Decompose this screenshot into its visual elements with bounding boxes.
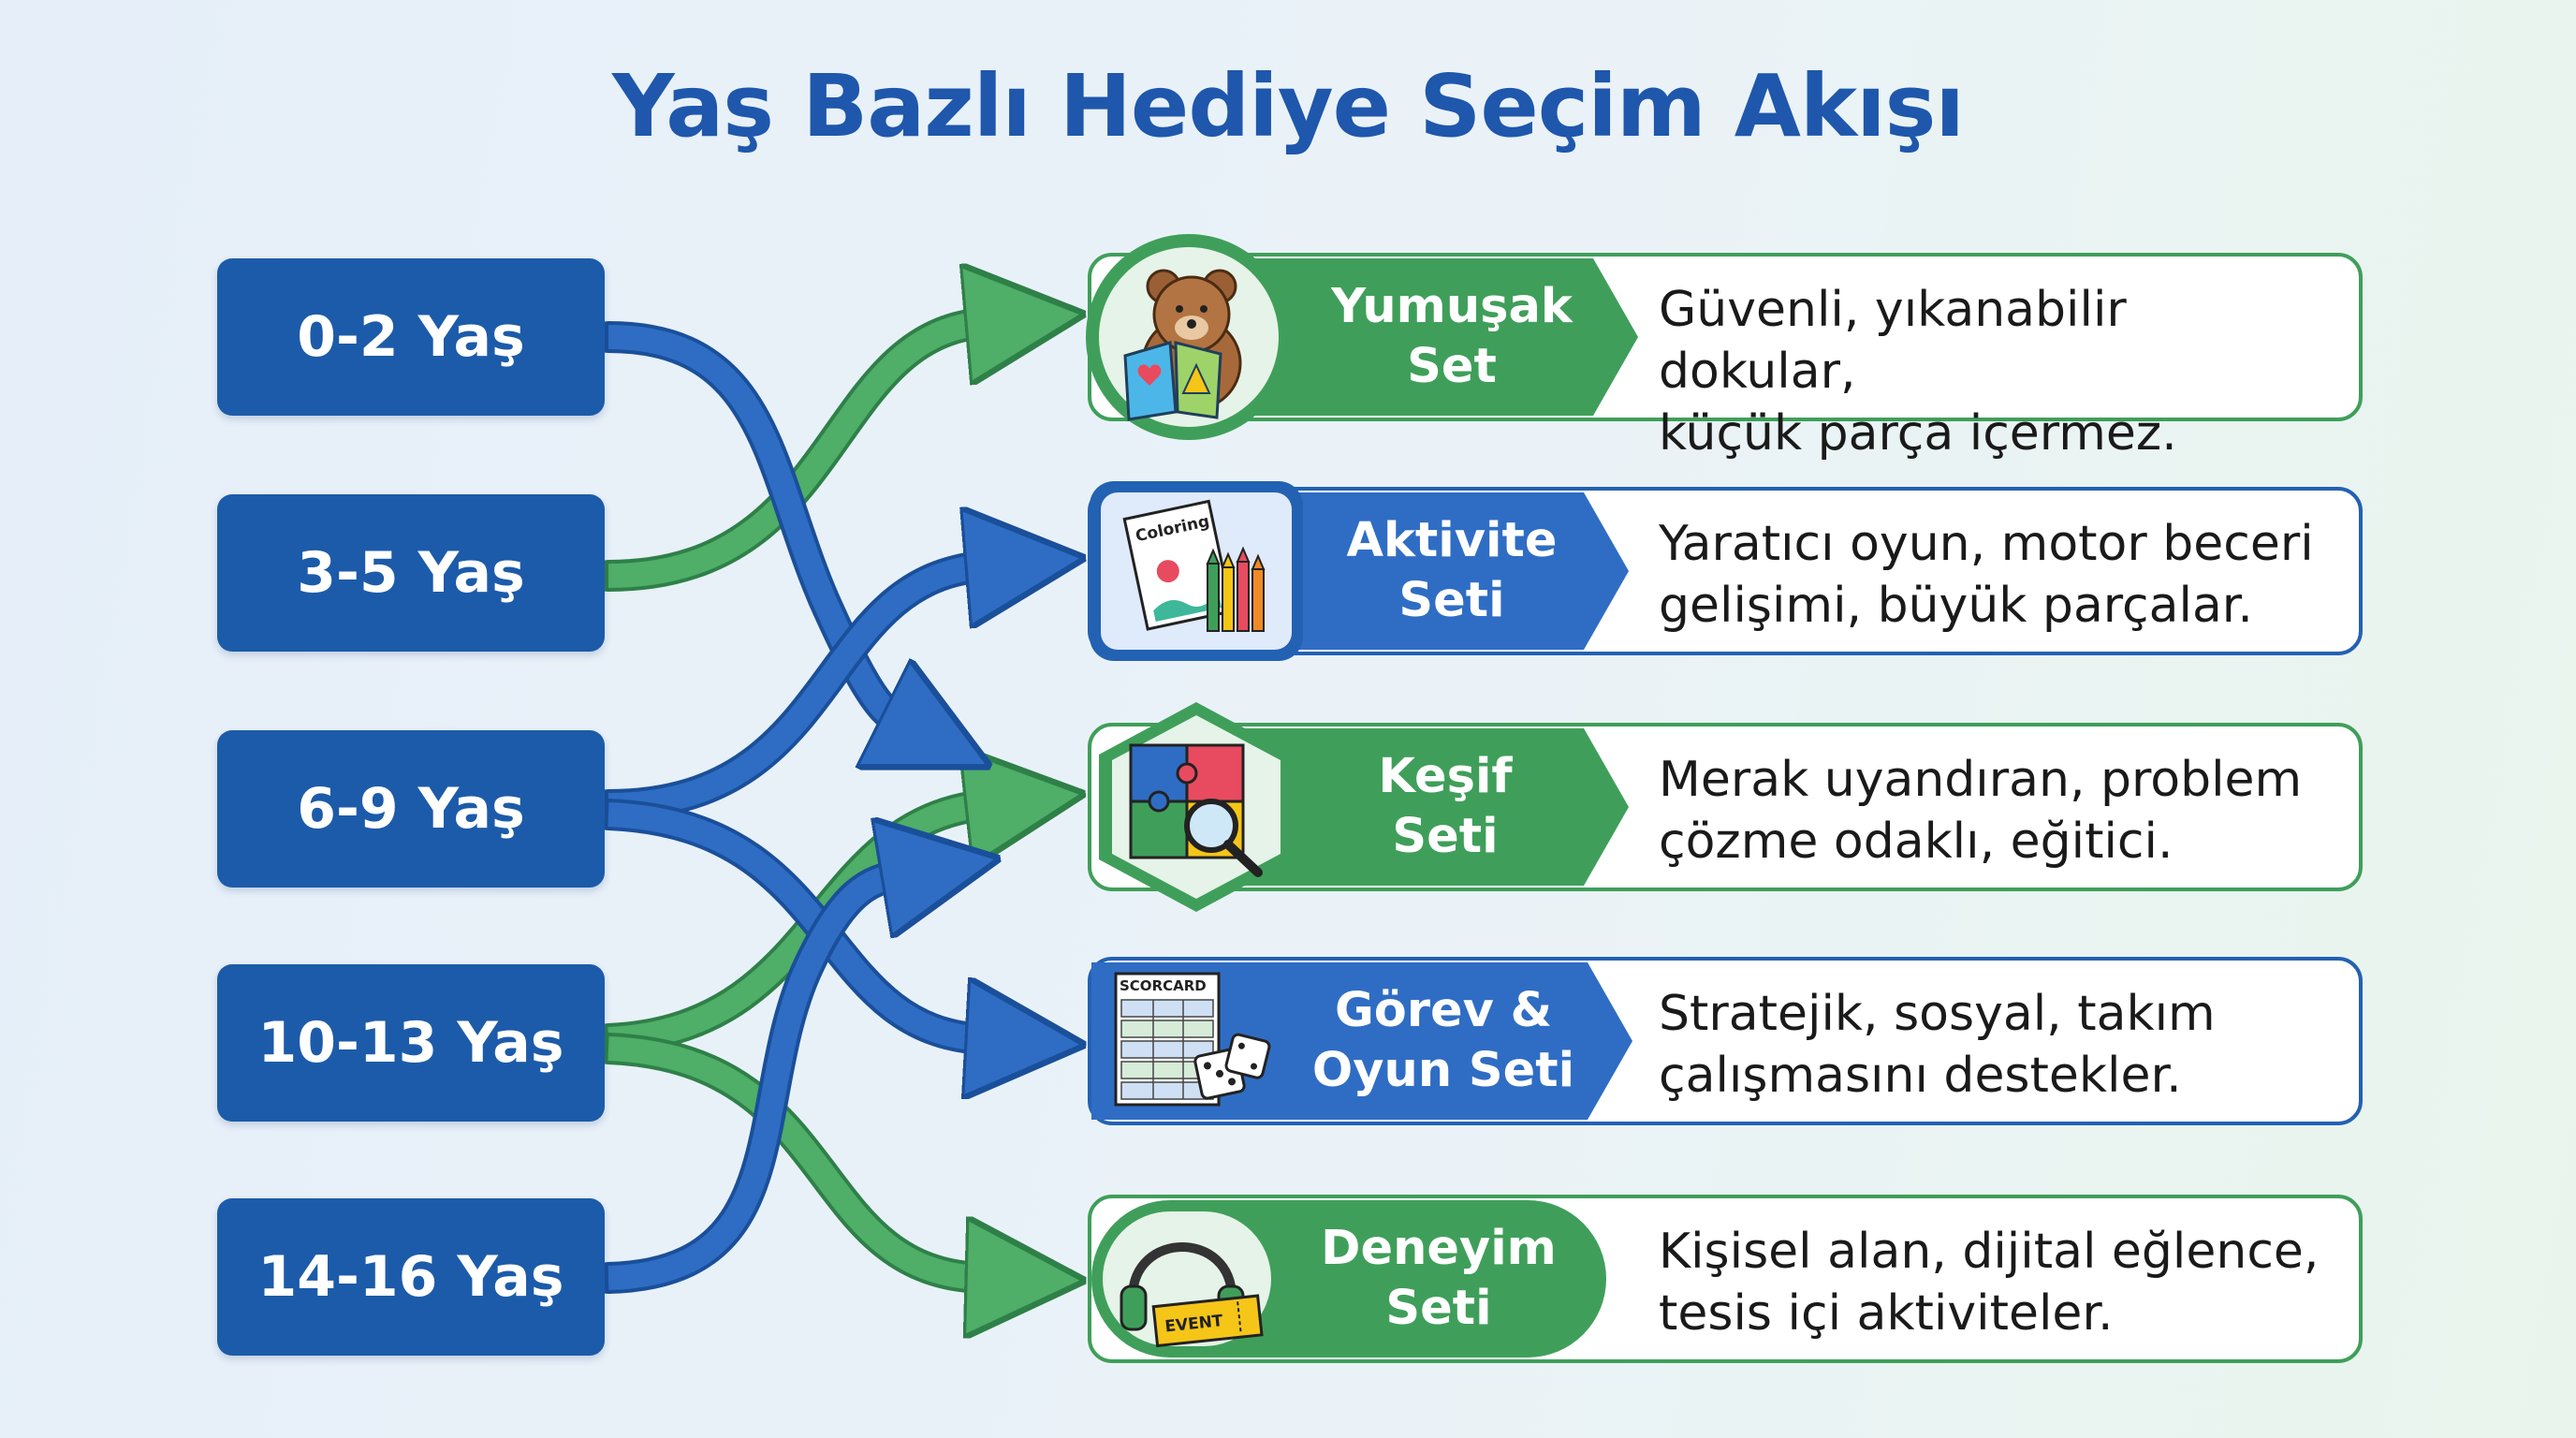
set-description-line1: Merak uyandıran, problem xyxy=(1659,752,2303,808)
set-label-line1: Keşif xyxy=(1378,749,1513,804)
set-description-line2: küçük parça içermez. xyxy=(1659,405,2177,462)
scorecard-label: SCORCARD xyxy=(1120,977,1207,994)
set-description-line1: Kişisel alan, dijital eğlence, xyxy=(1659,1224,2320,1280)
set-label-banner xyxy=(1228,728,1629,886)
set-label-line2: Oyun Seti xyxy=(1311,1043,1575,1098)
set-description-line2: çalışmasını destekler. xyxy=(1659,1048,2182,1104)
set-label: Aktivite Seti xyxy=(1305,506,1599,637)
set-label-line1: Yumuşak xyxy=(1331,279,1573,334)
set-label-line2: Seti xyxy=(1385,1281,1492,1336)
age-box-3-5: 3-5 Yaş xyxy=(217,494,605,652)
set-label-line1: Aktivite xyxy=(1346,513,1558,568)
flow-0-2-to-kesif-fill xyxy=(607,325,899,721)
age-box-0-2: 0-2 Yaş xyxy=(217,258,605,416)
flow-10-13-to-deneyim-fill xyxy=(607,1036,983,1278)
set-row-gorev-oyun: SCORCARD Görev & Oyun Seti Stratejik, so… xyxy=(1088,957,2363,1125)
set-label-line2: Set xyxy=(1407,339,1497,394)
set-label-banner xyxy=(1228,492,1629,650)
page-title: Yaş Bazlı Hediye Seçim Akışı xyxy=(612,56,1965,156)
set-label: Deneyim Seti xyxy=(1284,1213,1593,1344)
set-description: Yaratıcı oyun, motor beceri gelişimi, bü… xyxy=(1659,513,2333,637)
flow-14-16-to-kesif-fill xyxy=(607,875,899,1290)
set-label-line2: Seti xyxy=(1398,573,1505,628)
age-box-10-13: 10-13 Yaş xyxy=(217,964,605,1122)
flow-3-5-to-yumusak-fill xyxy=(607,323,983,588)
set-description: Merak uyandıran, problem çözme odaklı, e… xyxy=(1659,749,2333,873)
set-description-line1: Güvenli, yıkanabilir dokular, xyxy=(1659,282,2127,400)
set-label-line1: Görev & xyxy=(1334,983,1553,1038)
set-label-line2: Seti xyxy=(1392,809,1499,864)
teddy-bear-icon xyxy=(1123,269,1242,421)
set-row-deneyim: EVENT Deneyim Seti Kişisel alan, dijital… xyxy=(1088,1195,2363,1363)
flow-10-13-to-deneyim xyxy=(593,1033,999,1294)
coloring-book-icon: Coloring xyxy=(1122,499,1266,632)
age-box-14-16: 14-16 Yaş xyxy=(217,1198,605,1356)
flow-6-9-to-aktivite xyxy=(593,550,999,821)
set-row-kesif: Keşif Seti Merak uyandıran, problem çözm… xyxy=(1088,702,2363,912)
set-description-line2: tesis içi aktiviteler. xyxy=(1659,1285,2114,1342)
set-label: Keşif Seti xyxy=(1295,741,1595,873)
set-description: Stratejik, sosyal, takım çalışmasını des… xyxy=(1659,983,2333,1107)
set-label-line1: Deneyim xyxy=(1321,1221,1557,1276)
set-description: Kişisel alan, dijital eğlence, tesis içi… xyxy=(1659,1221,2333,1344)
puzzle-magnifier-icon xyxy=(1129,743,1263,877)
set-label: Görev & Oyun Seti xyxy=(1284,976,1603,1107)
scorecard-dice-icon: SCORCARD xyxy=(1114,972,1271,1107)
set-description-line1: Stratejik, sosyal, takım xyxy=(1659,986,2216,1042)
flow-6-9-to-aktivite-fill xyxy=(607,566,983,817)
set-label: Yumuşak Set xyxy=(1297,271,1606,403)
headphones-ticket-icon: EVENT xyxy=(1120,1242,1264,1348)
set-description: Güvenli, yıkanabilir dokular, küçük parç… xyxy=(1659,279,2333,464)
set-row-yumusak: Yumuşak Set Güvenli, yıkanabilir dokular… xyxy=(1086,234,2363,462)
set-description-line2: gelişimi, büyük parçalar. xyxy=(1659,578,2253,634)
set-description-line2: çözme odaklı, eğitici. xyxy=(1659,814,2174,870)
age-box-6-9: 6-9 Yaş xyxy=(217,730,605,888)
set-label-banner xyxy=(1228,258,1638,416)
set-description-line1: Yaratıcı oyun, motor beceri xyxy=(1659,516,2314,572)
set-row-aktivite: Coloring Aktivite Seti Yaratıcı oyun, mo… xyxy=(1088,481,2363,661)
